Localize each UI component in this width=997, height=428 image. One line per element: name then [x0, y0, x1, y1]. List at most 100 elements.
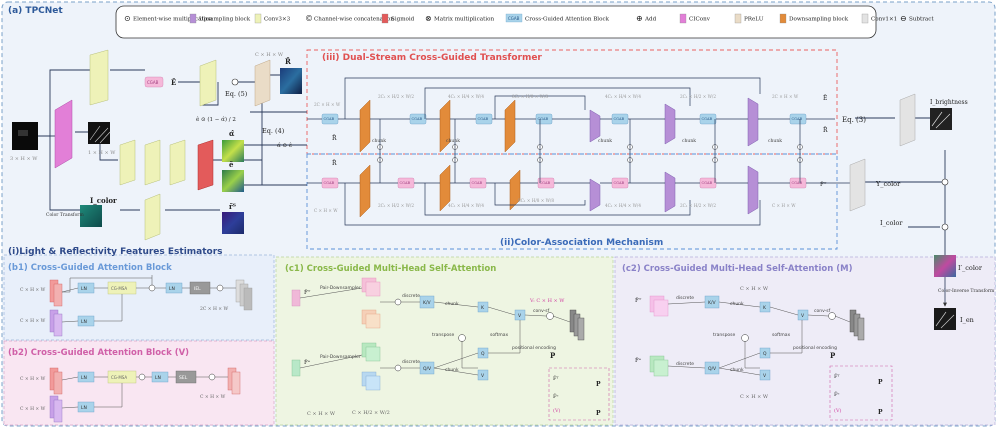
c2-v-f-e: F̂ᵉ	[834, 391, 839, 398]
main-title: (a) TPCNet	[8, 6, 63, 16]
c2-content	[649, 295, 893, 421]
i-color-prime-label: I′_color	[958, 264, 983, 272]
legend-label: Conv3×3	[264, 17, 291, 23]
ciconv-output-image	[88, 122, 110, 144]
c1-transpose: transpose	[432, 332, 455, 338]
c1-q: Q	[481, 351, 485, 357]
c2-chunk-2: chunk	[730, 367, 744, 373]
legend-label: Upsampling block	[199, 17, 251, 23]
cgab-label: CGAB	[538, 117, 549, 121]
legend-item: Conv1×1	[861, 13, 897, 24]
c1-v-dim: V: C × H × W	[529, 298, 565, 304]
multiply-node	[231, 78, 239, 86]
legend-item: Conv3×3	[254, 13, 291, 24]
e-hat-label: Ê	[171, 78, 176, 87]
c1-f-hat: F̂ᵀ	[304, 289, 311, 296]
dual-stream-title: (iii) Dual-Stream Cross-Guided Transform…	[322, 53, 542, 63]
c2-p-small-1: P	[878, 379, 883, 386]
cgab-v-label: CGAB	[472, 181, 483, 185]
legend-item: CIConv	[679, 13, 711, 24]
legend-item: CGAB Cross-Guided Attention Block	[505, 13, 610, 23]
c1-content	[291, 277, 610, 421]
legend-item: ⊖Subtract	[900, 14, 934, 23]
c2-qv: Q/V	[708, 366, 717, 372]
b2-ln3: LN	[155, 375, 161, 381]
connector	[344, 77, 761, 119]
dim-label-top: 2C₁ × H/2 × W/2	[680, 94, 716, 99]
input-dim-label: 3 × H × W	[10, 156, 38, 162]
dim-label-bottom: 2C₁ × H/2 × W/2	[378, 203, 414, 208]
downsampling-block	[509, 169, 521, 211]
downsampling-block	[359, 164, 371, 218]
connector	[379, 119, 801, 183]
b1-dim2: C × H × W	[20, 318, 46, 324]
conv1x1-block	[849, 158, 866, 212]
c1-chunk-1: chunk	[445, 301, 459, 307]
legend-label: Subtract	[909, 17, 934, 23]
legend-label: Add	[644, 17, 657, 23]
c2-k: K	[763, 305, 767, 311]
b2-cgmsa: CG-MSA	[111, 375, 127, 380]
i-brightness-image	[930, 108, 952, 130]
cgab-label: CGAB	[702, 117, 713, 121]
legend-label: Matrix multiplication	[434, 17, 494, 23]
prelu-dim-label: C × H × W	[255, 52, 284, 58]
conv3x3-block	[89, 49, 109, 106]
c2-softmax: softmax	[772, 332, 791, 338]
c1-v-tag: (V)	[553, 407, 561, 414]
c2-dim-bottom: C × H × W	[740, 394, 769, 400]
svg-text:⊙: ⊙	[124, 14, 131, 23]
cgab-label: CGAB	[614, 117, 625, 121]
legend-label: CIConv	[689, 17, 711, 23]
dim-label-top: 4C₁ × H/4 × W/4	[448, 94, 484, 99]
legend-item: ©Channel-wise concatenation	[305, 14, 394, 23]
c1-title: (c1) Cross-Guided Multi-Head Self-Attent…	[285, 264, 496, 274]
c2-v: V	[763, 373, 767, 379]
c2-kv: K/V	[708, 300, 716, 306]
upsampling-block	[664, 103, 676, 145]
conv3x3-block	[144, 193, 161, 241]
dim-label-bottom: C × H × W	[772, 203, 796, 208]
c1-discrete-2: discrete	[402, 359, 420, 365]
color-transform-label: Color Transform	[46, 212, 84, 218]
legend-label: Sigmoid	[391, 17, 415, 23]
b1-ln3: LN	[169, 286, 175, 292]
dim-label-top: 4C₁ × H/4 × W/4	[605, 94, 641, 99]
svg-text:⊗: ⊗	[425, 14, 432, 23]
c1-kv: K/V	[423, 300, 431, 306]
i-color-label: I_color	[90, 196, 117, 205]
r-hat-stream-label: R̂	[332, 135, 337, 142]
svg-text:⊕: ⊕	[636, 14, 643, 23]
estimators-title: (i)Light & Reflectivity Features Estimat…	[8, 247, 223, 257]
c2-dim-top: C × H × W	[740, 286, 769, 292]
i-output-image	[934, 308, 956, 330]
e-tilde-label: ẽ	[229, 160, 234, 169]
c2-v-tag: (V)	[834, 407, 842, 414]
connector	[424, 183, 691, 216]
upsampling-block	[747, 97, 759, 147]
color-assoc-title: (ii)Color-Association Mechanism	[500, 238, 663, 248]
c2-discrete-1: discrete	[676, 295, 694, 301]
c2-discrete-2: discrete	[676, 361, 694, 367]
add-node	[941, 178, 949, 186]
legend-label: Cross-Guided Attention Block	[525, 17, 610, 23]
b2-dim3: C × H × W	[200, 394, 226, 400]
c1-pair-down-2: Pair-Downsampler	[320, 354, 361, 360]
b1-dim1: C × H × W	[20, 287, 46, 293]
upsampling-block	[664, 171, 676, 213]
svg-text:CGAB: CGAB	[508, 16, 520, 21]
dim-label-bottom: 4C₁ × H/4 × W/4	[448, 203, 484, 208]
chunk-label: chunk	[768, 138, 782, 144]
b1-cgmsa: CG-MSA	[111, 286, 127, 291]
r-hat-label: R̂	[285, 57, 291, 66]
conv3x3-block	[169, 139, 186, 186]
c2-p-small-2: P	[878, 409, 883, 416]
chunk-label: chunk	[372, 138, 386, 144]
dual-stream-frame	[306, 49, 838, 155]
r-hat-out-label: R̂	[823, 127, 828, 134]
b1-dim3: 2C × H × W	[200, 306, 228, 312]
legend-item: Upsampling block	[189, 13, 251, 24]
legend-item: Sigmoid	[381, 13, 415, 24]
downsampling-block	[439, 164, 451, 212]
